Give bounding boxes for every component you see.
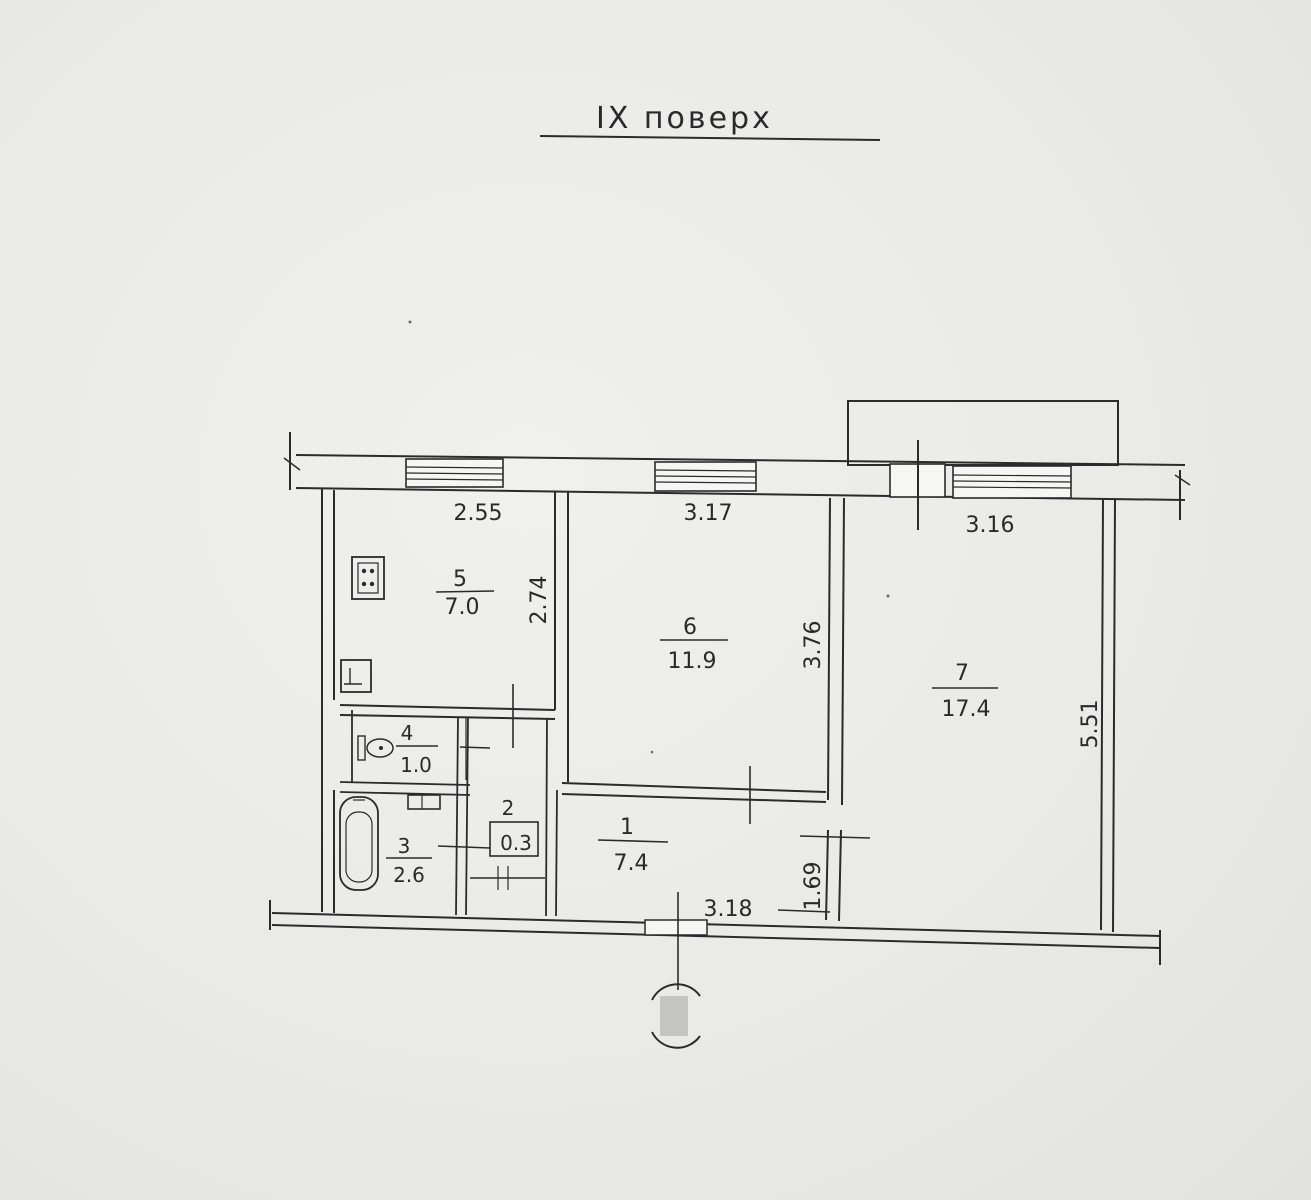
room-3-label: 3 2.6 [386, 834, 432, 887]
floor-title-group: IX поверх [539, 101, 881, 141]
room-5-label: 5 7.0 [435, 567, 495, 620]
dim-room7-width: 3.16 [966, 513, 1015, 538]
room-6-number: 6 [683, 615, 697, 640]
dim-room6-depth: 3.76 [801, 621, 826, 670]
balcony [847, 400, 1119, 466]
entrance-marker [651, 983, 701, 1049]
kitchen-sink-icon [340, 659, 372, 693]
dim-kitchen-depth: 2.74 [527, 576, 552, 625]
right-exterior-wall [1100, 499, 1116, 933]
paper-mark [650, 750, 654, 754]
dim-room6-width: 3.17 [684, 501, 733, 526]
dim-hall-depth: 1.69 [801, 862, 826, 911]
title-underline [539, 135, 881, 141]
room-7-label: 7 17.4 [932, 661, 998, 722]
room-1-number: 1 [620, 815, 634, 840]
closet-icon [489, 821, 539, 857]
toilet-icon [357, 735, 394, 761]
room-7-area: 17.4 [942, 697, 991, 722]
room-4-label: 4 1.0 [396, 721, 438, 777]
washbasin-icon [407, 794, 441, 810]
left-exterior-wall [321, 488, 335, 913]
entrance-door [644, 919, 708, 936]
stove-icon [351, 556, 385, 600]
top-exterior-wall [283, 432, 1191, 530]
bathtub-icon [339, 796, 379, 891]
window-room7 [952, 465, 1072, 499]
paper-mark [886, 594, 890, 598]
balcony-door [889, 440, 946, 530]
room-3-number: 3 [398, 834, 411, 858]
room-2-number: 2 [502, 796, 515, 820]
dim-room7-depth: 5.51 [1078, 700, 1103, 749]
window-room6 [654, 461, 757, 492]
floor-title: IX поверх [596, 101, 773, 136]
room-7-number: 7 [955, 661, 969, 686]
room-4-area: 1.0 [400, 753, 432, 777]
room-1-label: 1 7.4 [597, 815, 669, 876]
room-3-area: 2.6 [393, 863, 425, 887]
dim-kitchen-width: 2.55 [454, 501, 503, 526]
paper-mark [408, 320, 412, 324]
dim-hall-width: 3.18 [704, 897, 753, 922]
interior-walls [339, 492, 871, 990]
room-1-area: 7.4 [614, 851, 649, 876]
room-5-number: 5 [453, 567, 467, 592]
window-kitchen [405, 458, 504, 488]
room-6-area: 11.9 [668, 649, 717, 674]
room-6-label: 6 11.9 [660, 615, 728, 674]
room-2-label: 2 0.3 [500, 796, 532, 855]
room-4-number: 4 [401, 721, 414, 745]
room-2-area: 0.3 [500, 831, 532, 855]
bottom-exterior-wall [269, 900, 1161, 965]
room-5-area: 7.0 [445, 595, 480, 620]
